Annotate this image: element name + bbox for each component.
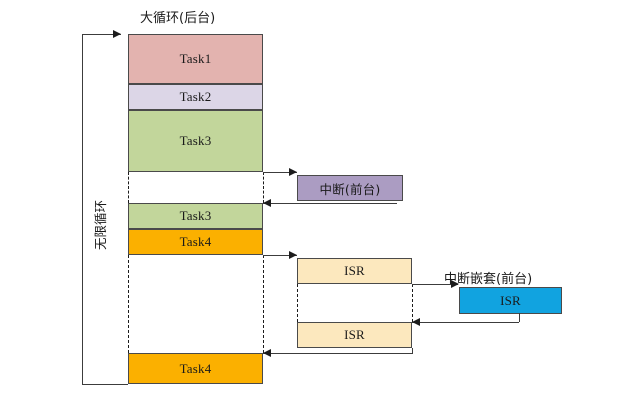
interrupt-block-label: 中断(前台) (319, 181, 381, 197)
nested-entry-line (412, 284, 458, 285)
title-background-loop: 大循环(后台) (140, 11, 216, 26)
isr-return-riser (412, 348, 413, 354)
task-block-label: Task2 (179, 89, 212, 104)
isr-suspend-dash-right (412, 284, 413, 322)
isr-entry-line-1 (263, 255, 297, 256)
interrupt-return-arrow-icon-1 (263, 199, 271, 207)
isr-block-first: ISR (297, 258, 412, 284)
nested-return-riser (519, 313, 520, 322)
label-infinite-loop: 无限循环 (93, 199, 108, 250)
isr-block-label: ISR (344, 327, 365, 342)
isr-block-resumed: ISR (297, 322, 412, 348)
task-block-task2: Task2 (128, 84, 263, 110)
interrupt-entry-arrow-icon-1 (289, 168, 297, 176)
suspend-dash-right-2 (263, 255, 264, 353)
loop-bracket-bottom-line (82, 384, 128, 385)
suspend-dash-left-1 (128, 172, 129, 203)
loop-bracket-top-line (82, 34, 121, 35)
isr-suspend-dash-left (297, 284, 298, 322)
task-block-task4-resumed: Task4 (128, 353, 263, 384)
interrupt-entry-line-1 (263, 172, 297, 173)
nested-entry-arrow-icon (451, 280, 459, 288)
task-block-label: Task4 (179, 234, 212, 249)
label-nested-interrupt-foreground: 中断嵌套(前台) (444, 272, 533, 287)
task-block-label: Task3 (179, 208, 212, 223)
loop-bracket-top-arrow-icon (113, 30, 121, 38)
interrupt-return-line-1 (263, 203, 397, 204)
suspend-dash-left-2 (128, 255, 129, 353)
isr-return-line-main (263, 353, 412, 354)
task-block-label: Task4 (179, 360, 212, 376)
interrupt-block-foreground: 中断(前台) (297, 175, 403, 201)
isr-block-label: ISR (344, 263, 365, 278)
task-block-label: Task1 (179, 51, 212, 66)
isr-return-arrow-icon-main (263, 349, 271, 357)
isr-block-nested: ISR (459, 287, 562, 314)
task-block-task4-first: Task4 (128, 229, 263, 255)
task-block-task3-resumed: Task3 (128, 203, 263, 229)
nested-return-arrow-icon (412, 318, 420, 326)
isr-block-label: ISR (500, 292, 521, 308)
loop-bracket-spine (82, 34, 83, 384)
suspend-dash-right-1 (263, 172, 264, 203)
task-block-task3-first: Task3 (128, 110, 263, 172)
task-block-task1: Task1 (128, 34, 263, 84)
task-block-label: Task3 (179, 133, 212, 148)
nested-return-line (412, 322, 519, 323)
isr-entry-arrow-icon-1 (289, 251, 297, 259)
